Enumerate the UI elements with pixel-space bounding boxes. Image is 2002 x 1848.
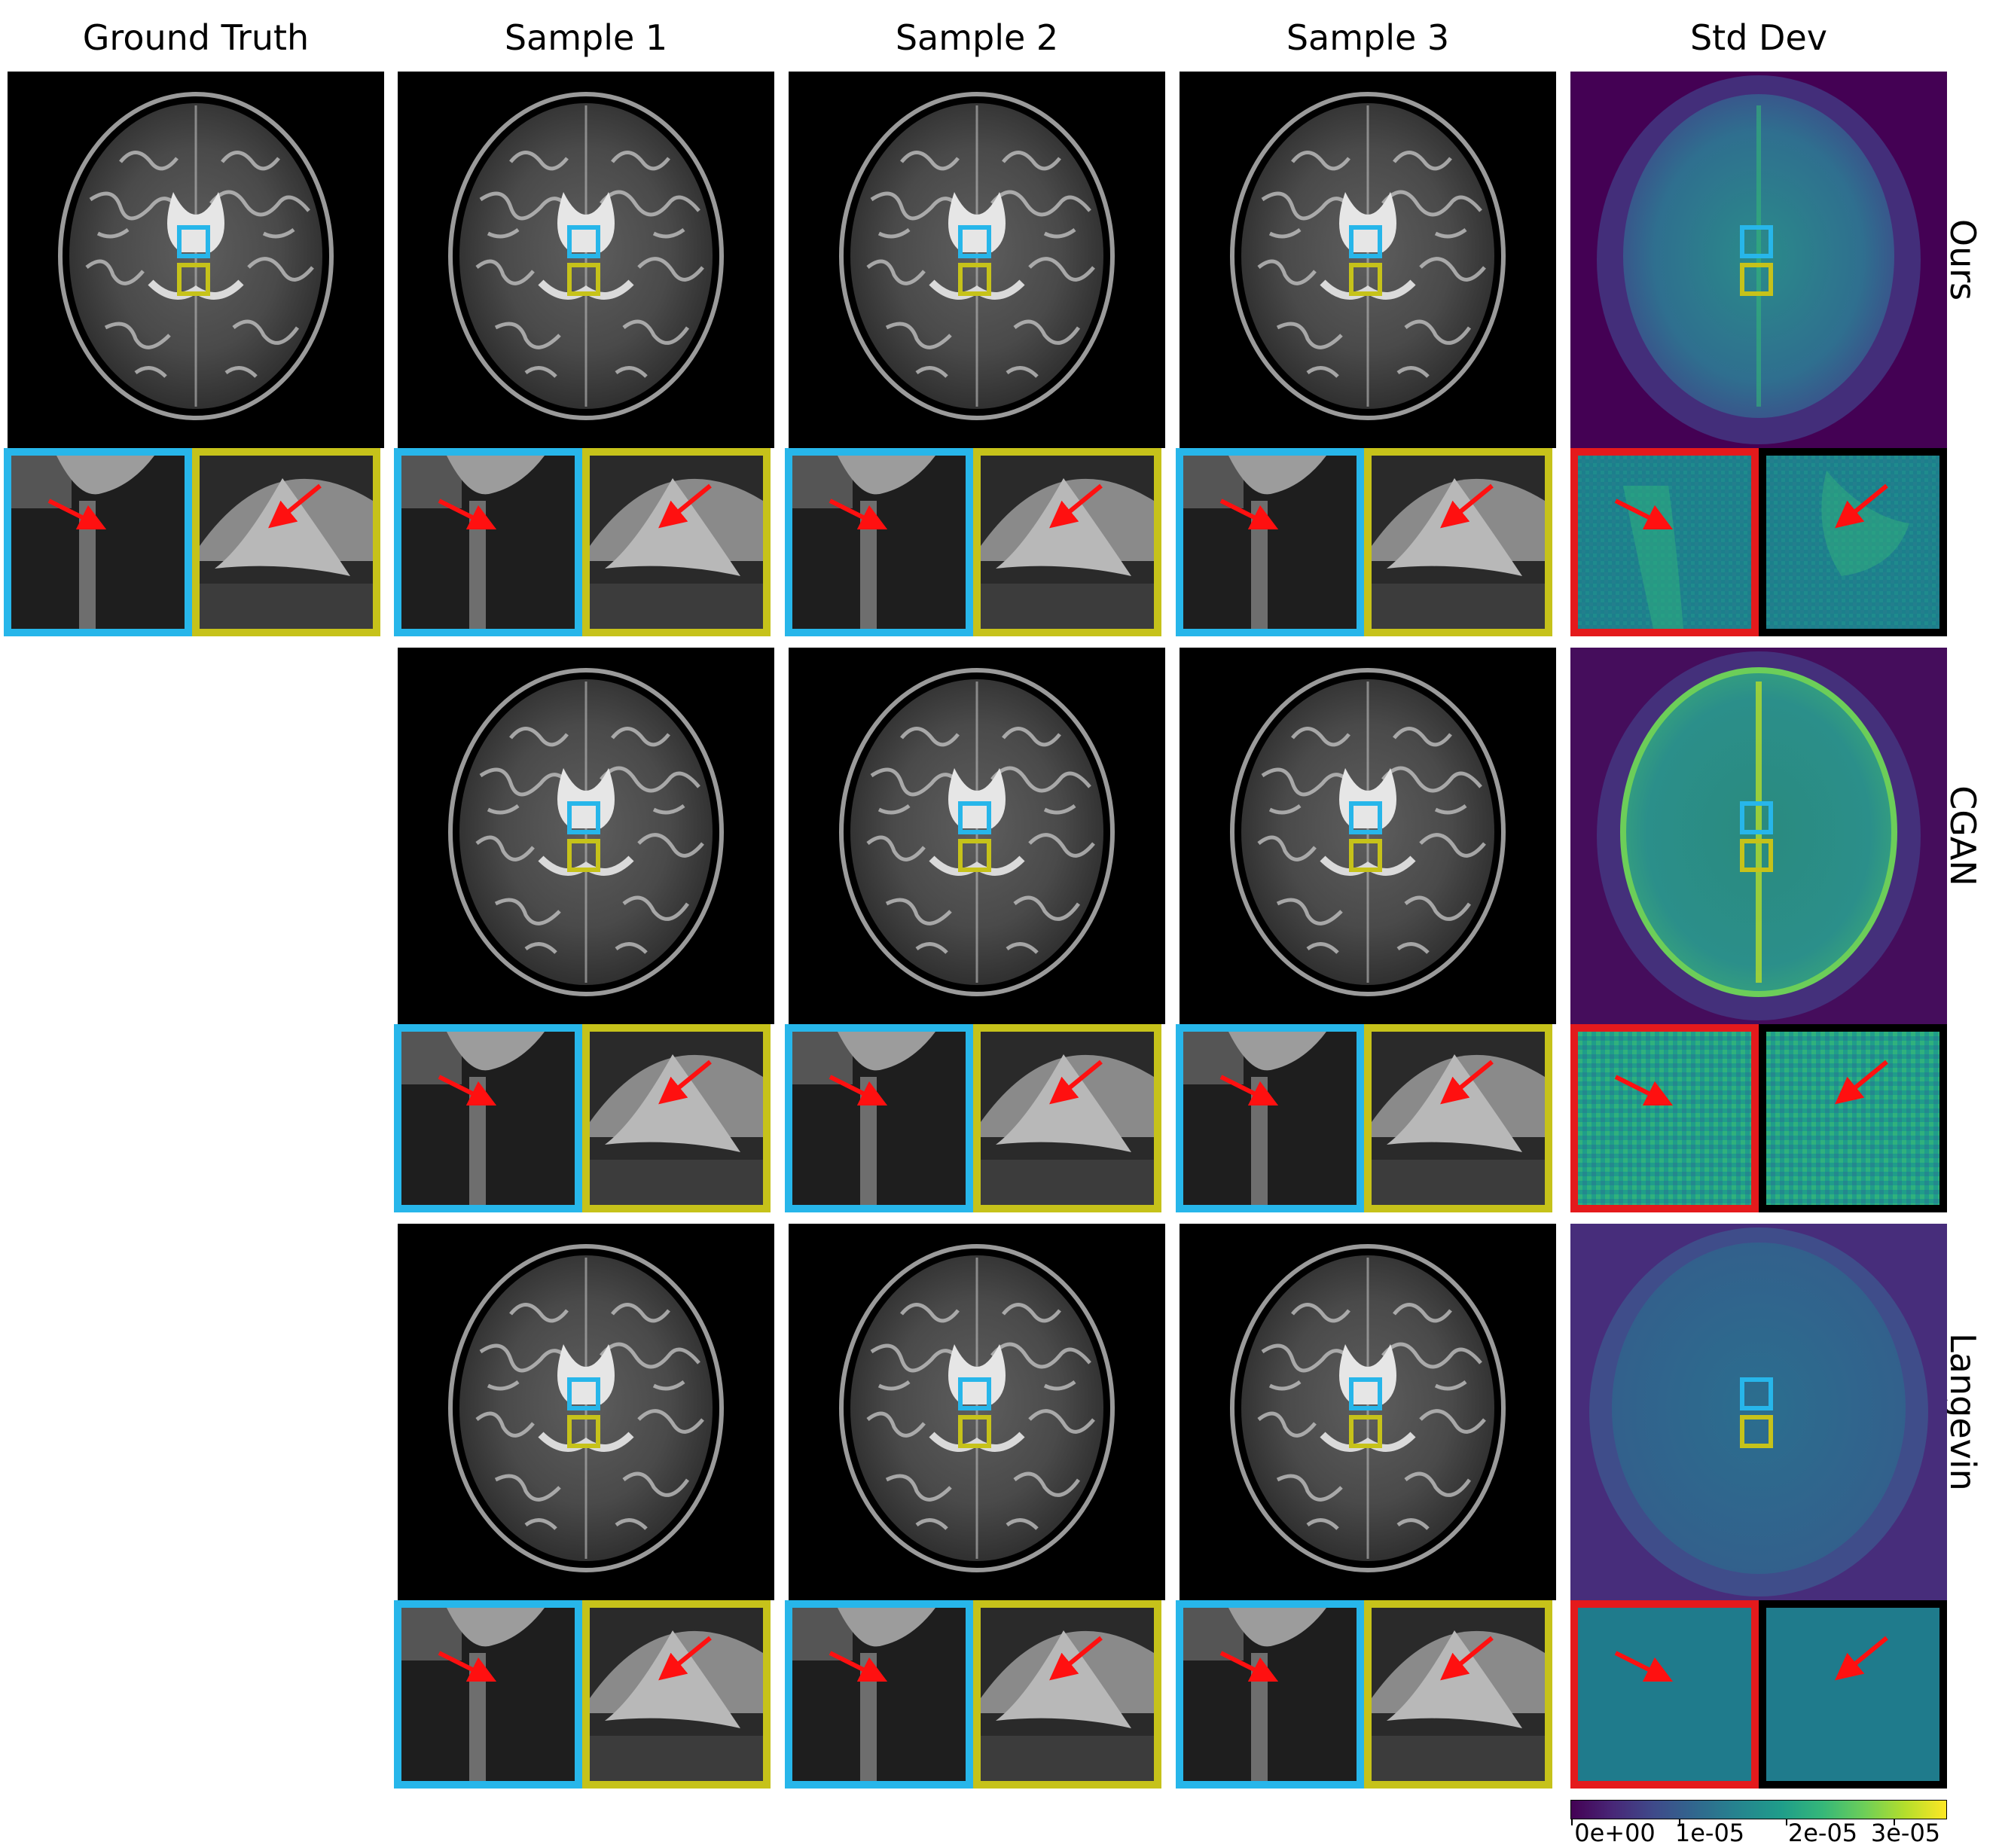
column-header-sample-3: Sample 3: [1286, 17, 1450, 58]
column-header-std-dev: Std Dev: [1689, 17, 1827, 58]
std-map-langevin: [1570, 1224, 1947, 1600]
zoom-inset-langevin-s3-roi-2: [1364, 1600, 1552, 1789]
zoom-inset-cgan-s3-roi-2: [1364, 1024, 1552, 1212]
colorbar-label-3: 3e-05: [1870, 1819, 1941, 1847]
zoom-inset-langevin-s3-roi-1: [1176, 1600, 1364, 1789]
mri-ground-truth: [8, 72, 384, 448]
colorbar: [1570, 1800, 1947, 1819]
mri-ours-sample-3: [1180, 72, 1556, 448]
zoom-inset-ours-s2-roi-1: [785, 448, 973, 636]
column-header-ground-truth: Ground Truth: [82, 17, 310, 58]
zoom-inset-ground-truth-roi-2: [192, 448, 380, 636]
colorbar-tick-1: [1679, 1819, 1680, 1825]
mri-langevin-sample-2: [789, 1224, 1165, 1600]
mri-cgan-sample-3: [1180, 648, 1556, 1024]
zoom-inset-ours-s3-roi-1: [1176, 448, 1364, 636]
zoom-std-cgan-roi-2: [1759, 1024, 1947, 1212]
zoom-inset-cgan-s2-roi-2: [973, 1024, 1161, 1212]
colorbar-tick-3: [1894, 1819, 1895, 1825]
zoom-inset-cgan-s2-roi-1: [785, 1024, 973, 1212]
zoom-inset-ours-s1-roi-1: [394, 448, 582, 636]
colorbar-tick-2: [1786, 1819, 1787, 1825]
row-label-langevin-text: Langevin: [1942, 1333, 1984, 1491]
zoom-inset-ours-s2-roi-2: [973, 448, 1161, 636]
column-header-sample-1: Sample 1: [504, 17, 668, 58]
zoom-inset-ours-s1-roi-2: [582, 448, 771, 636]
row-label-cgan-text: CGAN: [1942, 785, 1983, 886]
zoom-std-ours-roi-2: [1759, 448, 1947, 636]
zoom-inset-ground-truth-roi-1: [4, 448, 192, 636]
zoom-inset-cgan-s3-roi-1: [1176, 1024, 1364, 1212]
column-header-sample-2: Sample 2: [895, 17, 1059, 58]
std-map-ours: [1570, 72, 1947, 448]
mri-langevin-sample-1: [398, 1224, 774, 1600]
zoom-inset-ours-s3-roi-2: [1364, 448, 1552, 636]
zoom-inset-langevin-s1-roi-2: [582, 1600, 771, 1789]
mri-ours-sample-1: [398, 72, 774, 448]
colorbar-tick-0: [1571, 1819, 1573, 1825]
mri-ours-sample-2: [789, 72, 1165, 448]
zoom-inset-cgan-s1-roi-2: [582, 1024, 771, 1212]
mri-cgan-sample-1: [398, 648, 774, 1024]
row-label-ours-text: Ours: [1942, 218, 1983, 301]
zoom-inset-langevin-s1-roi-1: [394, 1600, 582, 1789]
zoom-inset-langevin-s2-roi-1: [785, 1600, 973, 1789]
mri-cgan-sample-2: [789, 648, 1165, 1024]
zoom-inset-langevin-s2-roi-2: [973, 1600, 1161, 1789]
zoom-std-ours-roi-1: [1570, 448, 1759, 636]
std-map-cgan: [1570, 648, 1947, 1024]
zoom-std-langevin-roi-1: [1570, 1600, 1759, 1789]
zoom-std-langevin-roi-2: [1759, 1600, 1947, 1789]
mri-langevin-sample-3: [1180, 1224, 1556, 1600]
zoom-inset-cgan-s1-roi-1: [394, 1024, 582, 1212]
zoom-std-cgan-roi-1: [1570, 1024, 1759, 1212]
